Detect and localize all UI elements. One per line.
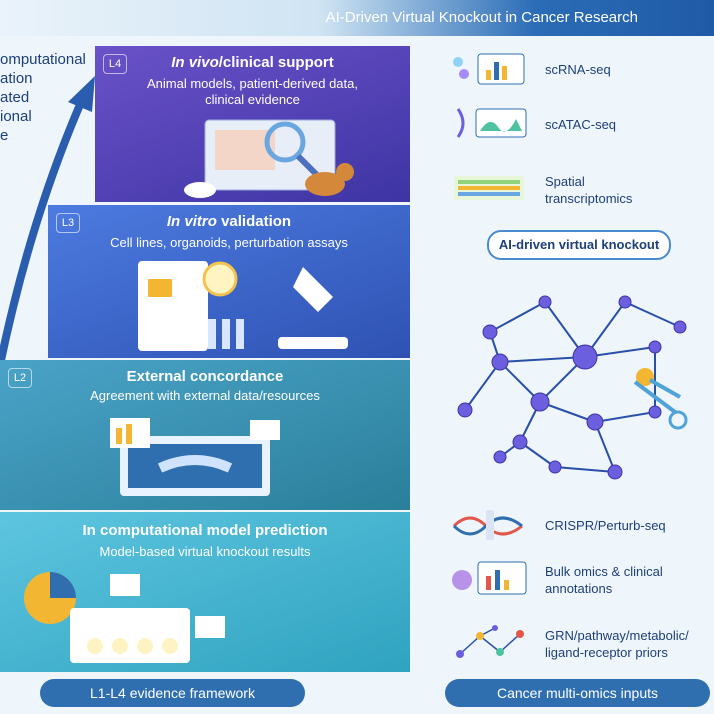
omics-label: annotations bbox=[545, 581, 613, 596]
network-icon bbox=[456, 625, 524, 658]
omics-label: GRN/pathway/metabolic/ bbox=[545, 628, 689, 643]
clinical-scene-icon bbox=[184, 119, 354, 198]
level-title: In vivo/clinical support bbox=[171, 54, 334, 71]
omics-item-spatial: Spatial transcriptomics bbox=[450, 170, 714, 210]
level-subtitle: Animal models, patient-derived data, bbox=[146, 76, 358, 91]
omics-label: scRNA-seq bbox=[545, 62, 611, 77]
evidence-arrow-icon bbox=[0, 76, 95, 366]
level-subtitle: Agreement with external data/resources bbox=[90, 388, 320, 403]
level-l2-panel: L2 External concordance Agreement with e… bbox=[0, 360, 410, 510]
omics-item-bulk: Bulk omics & clinical annotations bbox=[450, 560, 714, 600]
evidence-framework-label: L1-L4 evidence framework bbox=[40, 679, 305, 707]
omics-label: Bulk omics & clinical bbox=[545, 564, 663, 579]
left-label-line: ated bbox=[0, 89, 30, 106]
left-label-line: ation bbox=[0, 70, 33, 87]
title-bar: AI-Driven Virtual Knockout in Cancer Res… bbox=[0, 0, 714, 36]
level-l1-panel: In computational model prediction Model-… bbox=[0, 512, 410, 672]
level-subtitle: Cell lines, organoids, perturbation assa… bbox=[110, 235, 348, 250]
level-badge: L3 bbox=[56, 213, 80, 233]
left-label-line: ional bbox=[0, 108, 32, 125]
omics-label: Spatial bbox=[545, 174, 585, 189]
lab-scene-icon bbox=[138, 261, 348, 351]
bulk-icon bbox=[452, 561, 527, 595]
multi-omics-label: Cancer multi-omics inputs bbox=[445, 679, 710, 707]
level-badge: L4 bbox=[103, 54, 127, 74]
omics-label: ligand-receptor priors bbox=[545, 645, 668, 660]
knockout-network-icon bbox=[457, 295, 688, 480]
dna-icon bbox=[452, 510, 523, 540]
left-column-label: omputational ation ated ional e bbox=[0, 50, 86, 145]
level-subtitle: Model-based virtual knockout results bbox=[99, 544, 311, 559]
omics-item-scrna: scRNA-seq bbox=[450, 52, 714, 92]
level-l3-panel: L3 In vitro validation Cell lines, organ… bbox=[48, 205, 410, 358]
omics-label: CRISPR/Perturb-seq bbox=[545, 518, 666, 533]
level-badge: L2 bbox=[8, 368, 32, 388]
spatial-icon bbox=[454, 176, 524, 200]
level-subtitle: clinical evidence bbox=[205, 92, 300, 107]
level-title: In computational model prediction bbox=[82, 522, 328, 539]
scatac-icon bbox=[456, 108, 527, 138]
omics-label: transcriptomics bbox=[545, 191, 633, 206]
left-label-line: omputational bbox=[0, 51, 86, 68]
omics-label: scATAC-seq bbox=[545, 117, 617, 132]
level-title: In vitro validation bbox=[166, 213, 292, 230]
virtual-knockout-label: AI-driven virtual knockout bbox=[487, 230, 671, 260]
level-l4-panel: L4 In vivo/clinical support Animal model… bbox=[95, 46, 410, 202]
figure-title: AI-Driven Virtual Knockout in Cancer Res… bbox=[325, 9, 638, 26]
level-title: External concordance bbox=[126, 368, 284, 385]
left-label-line: e bbox=[0, 127, 9, 144]
prediction-scene-icon bbox=[24, 572, 225, 663]
omics-item-scatac: scATAC-seq bbox=[450, 105, 714, 145]
omics-item-priors: GRN/pathway/metabolic/ ligand-receptor p… bbox=[450, 624, 714, 664]
omics-item-crispr: CRISPR/Perturb-seq bbox=[450, 508, 714, 544]
handshake-scene-icon bbox=[110, 418, 280, 496]
scrna-icon bbox=[453, 53, 525, 85]
